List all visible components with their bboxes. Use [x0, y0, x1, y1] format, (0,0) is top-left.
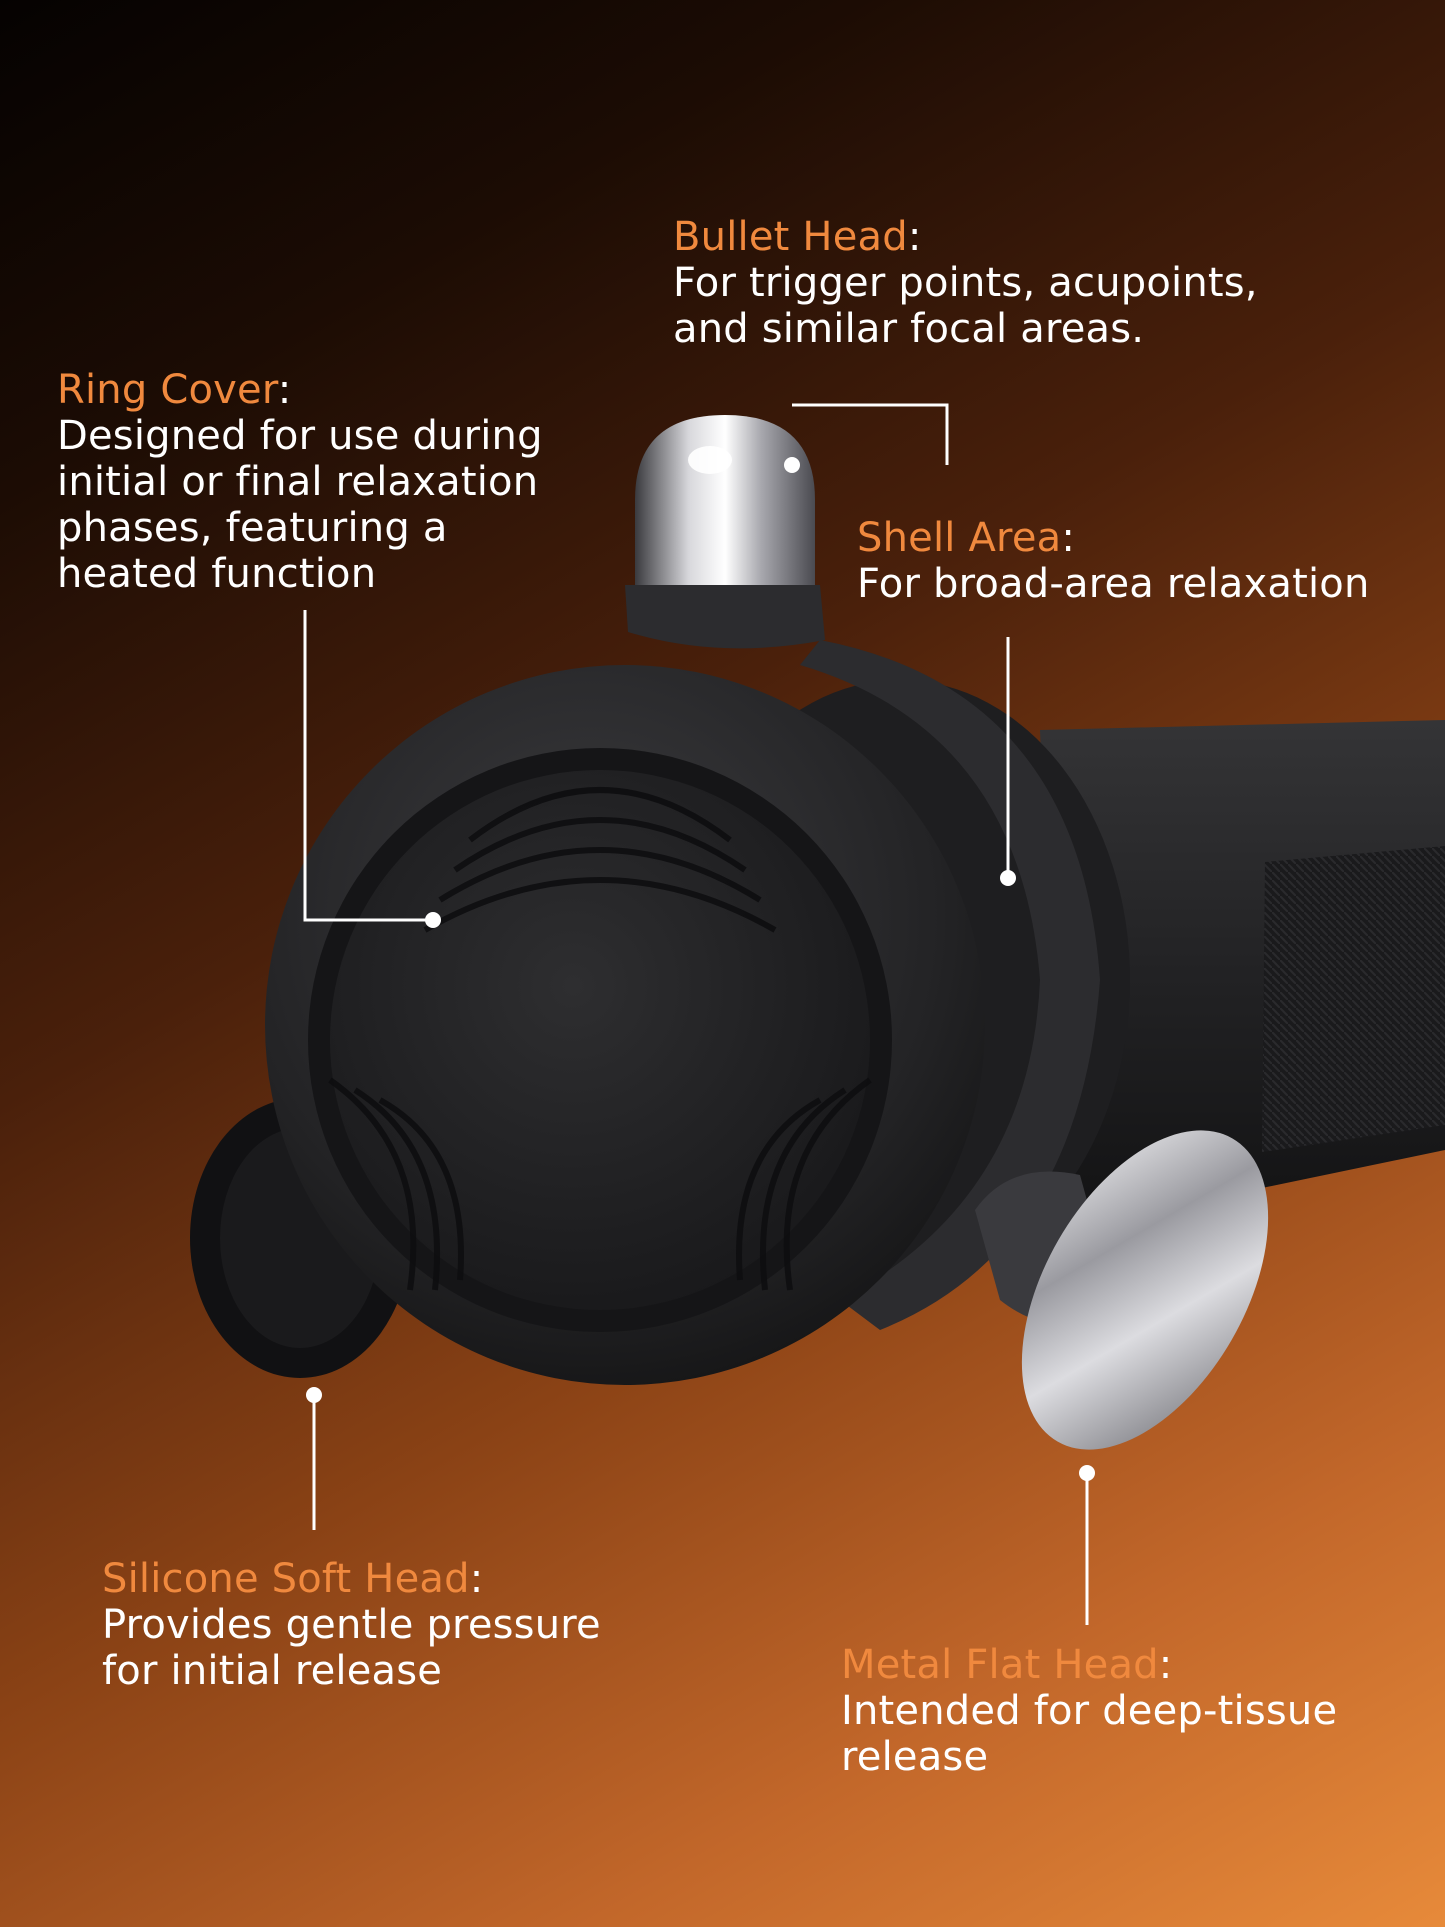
- callout-text: heated function: [57, 551, 377, 597]
- callout-text: initial or final relaxation: [57, 459, 539, 505]
- callout-text: For trigger points, acupoints,: [673, 260, 1258, 306]
- shell-collar: [800, 640, 1100, 1330]
- callout-text: Designed for use during: [57, 413, 543, 459]
- bullet-head-base: [625, 585, 825, 649]
- callout-title: Metal Flat Head: [841, 1642, 1159, 1688]
- leader-line-ring-cover: [303, 610, 433, 922]
- callout-text: For broad-area relaxation: [857, 561, 1370, 607]
- metal-flat-head: [1021, 1130, 1269, 1450]
- marker-dot-ring-cover: [425, 912, 441, 928]
- callout-text: phases, featuring a: [57, 505, 448, 551]
- callout-title: Shell Area: [857, 515, 1062, 561]
- callout-ring-cover: Ring Cover: Designed for use during init…: [57, 367, 543, 597]
- handle-grille: [1262, 846, 1445, 1152]
- callout-text: Provides gentle pressure: [102, 1602, 601, 1648]
- bullet-head: [635, 415, 815, 585]
- callout-title: Silicone Soft Head: [102, 1556, 470, 1602]
- leader-line-bullet-head: [792, 403, 949, 465]
- callout-text: Intended for deep-tissue: [841, 1688, 1338, 1734]
- marker-dot-metal-flat-head: [1079, 1465, 1095, 1481]
- callout-title: Ring Cover: [57, 367, 278, 413]
- callout-silicone-soft-head: Silicone Soft Head: Provides gentle pres…: [102, 1556, 601, 1694]
- marker-dot-shell-area: [1000, 870, 1016, 886]
- callout-text: for initial release: [102, 1648, 443, 1694]
- callout-text: release: [841, 1734, 989, 1780]
- marker-dot-bullet-head: [784, 457, 800, 473]
- callout-text: and similar focal areas.: [673, 306, 1145, 352]
- callout-metal-flat-head: Metal Flat Head: Intended for deep-tissu…: [841, 1642, 1338, 1780]
- callout-shell-area: Shell Area: For broad-area relaxation: [857, 515, 1370, 607]
- callout-bullet-head: Bullet Head: For trigger points, acupoin…: [673, 214, 1258, 352]
- callout-title: Bullet Head: [673, 214, 908, 260]
- marker-dot-silicone-soft-head: [306, 1387, 322, 1403]
